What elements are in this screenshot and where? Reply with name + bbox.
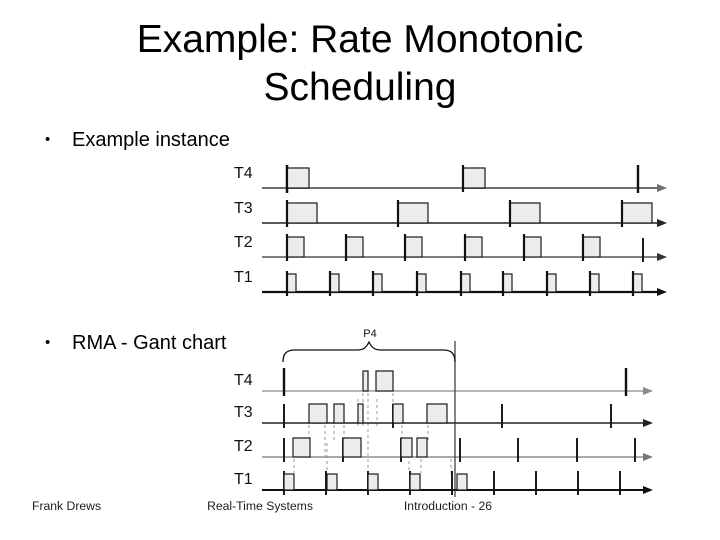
execution-box [409,473,421,491]
execution-box [345,236,364,258]
task-row-label: T4 [234,165,253,182]
task-row-label: T2 [234,234,253,251]
axis-arrowhead-icon [657,288,667,296]
axis-arrowhead-icon [657,253,667,261]
task-row-label: T1 [234,269,253,286]
execution-box [632,273,643,293]
execution-box [286,202,318,224]
execution-box [392,403,404,424]
bullet-dot-icon: • [45,131,51,148]
execution-box [509,202,541,224]
axis-arrowhead-icon [657,219,667,227]
execution-box [367,473,379,491]
execution-box [308,403,328,424]
execution-box [286,167,310,189]
execution-box [283,473,295,491]
execution-box [333,403,345,424]
execution-box [292,437,311,458]
bullet-rma-gantt: • RMA - Gant chart [45,332,227,354]
execution-box [286,236,305,258]
axis-arrowhead-icon [657,184,667,192]
execution-box [357,403,364,424]
axis-arrowhead-icon [643,387,653,395]
slide-title-line1: Example: Rate Monotonic [136,18,584,61]
task-row-label: T4 [234,372,253,389]
slide-title-line2: Scheduling [263,66,457,109]
bullet-dot-icon: • [45,334,51,351]
execution-box [372,273,383,293]
bullet-rma-gantt-label: RMA - Gant chart [72,332,227,354]
bullet-example-instance: • Example instance [45,129,230,151]
execution-box [397,202,429,224]
execution-box [404,236,423,258]
execution-box [375,370,394,392]
task-row-label: T1 [234,471,253,488]
footer-author: Frank Drews [32,499,102,513]
execution-box [502,273,513,293]
task-row-label: T2 [234,438,253,455]
execution-box [456,473,468,491]
period-brace [282,340,456,363]
footer-page-number: Introduction - 26 [403,499,492,513]
execution-box [589,273,600,293]
execution-box [426,403,448,424]
execution-box [460,273,471,293]
axis-arrowhead-icon [643,453,653,461]
task-row-label: T3 [234,200,253,217]
execution-box [326,473,338,491]
slide-title: Example: Rate Monotonic Scheduling [0,16,720,112]
execution-box [464,236,483,258]
execution-box [582,236,601,258]
execution-box [416,437,428,458]
task-row-label: T3 [234,404,253,421]
execution-box [462,167,486,189]
period-brace-label: P4 [363,328,376,340]
execution-box [400,437,413,458]
execution-box [416,273,427,293]
execution-box [362,370,369,392]
axis-arrowhead-icon [643,419,653,427]
bullet-example-instance-label: Example instance [72,129,230,151]
execution-box [621,202,653,224]
execution-box [329,273,340,293]
execution-box [342,437,362,458]
axis-arrowhead-icon [643,486,653,494]
footer-course-title: Real-Time Systems [207,499,313,513]
execution-box [523,236,542,258]
execution-box [286,273,297,293]
execution-box [546,273,557,293]
